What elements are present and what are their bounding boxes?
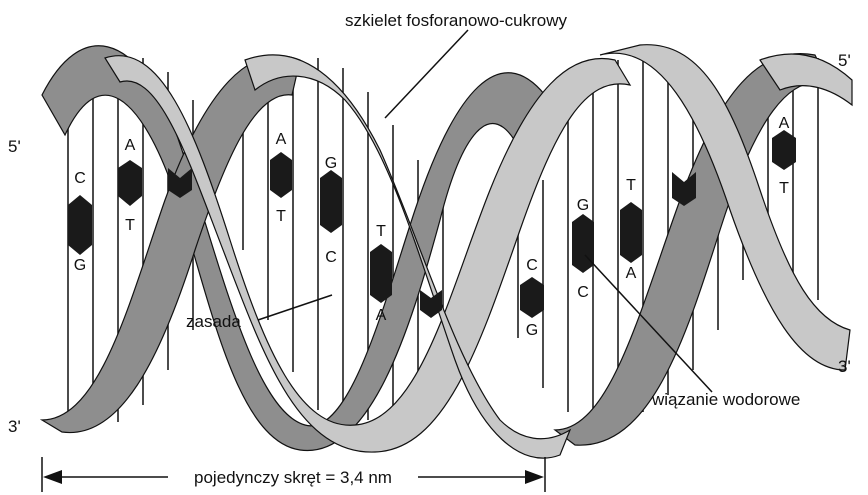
label-turn: pojedynczy skręt = 3,4 nm	[194, 468, 392, 487]
base-block	[68, 195, 92, 255]
base-letter: C	[325, 249, 337, 266]
base-letter: A	[376, 307, 387, 324]
base-letter: T	[376, 223, 386, 240]
base-block	[572, 214, 594, 273]
label-hydrogen-bond: wiązanie wodorowe	[651, 390, 800, 409]
label-5prime-right: 5'	[838, 51, 851, 70]
base-letter: A	[276, 131, 287, 148]
base-letter: C	[74, 170, 86, 187]
base-letter: T	[626, 177, 636, 194]
base-letter: C	[577, 284, 589, 301]
base-letter: A	[125, 137, 136, 154]
label-3prime-left: 3'	[8, 417, 21, 436]
base-block	[320, 170, 342, 233]
label-5prime-left: 5'	[8, 137, 21, 156]
base-letter: T	[125, 217, 135, 234]
label-base: zasada	[186, 312, 241, 331]
base-letter: G	[526, 322, 538, 339]
base-block	[270, 152, 292, 198]
arrowhead-right	[525, 470, 544, 484]
base-letter: A	[626, 265, 637, 282]
base-block	[118, 160, 142, 206]
base-block	[620, 202, 642, 263]
base-letter: C	[526, 257, 538, 274]
label-backbone: szkielet fosforanowo-cukrowy	[345, 11, 568, 30]
base-letter: T	[779, 180, 789, 197]
base-letter: G	[325, 155, 337, 172]
label-3prime-right: 3'	[838, 357, 851, 376]
arrowhead-left	[43, 470, 62, 484]
base-letter: G	[577, 197, 589, 214]
base-block	[520, 277, 544, 318]
base-block	[772, 130, 796, 170]
base-block	[370, 244, 392, 303]
base-letter: T	[276, 208, 286, 225]
base-letter: A	[779, 115, 790, 132]
base-letter: G	[74, 257, 86, 274]
